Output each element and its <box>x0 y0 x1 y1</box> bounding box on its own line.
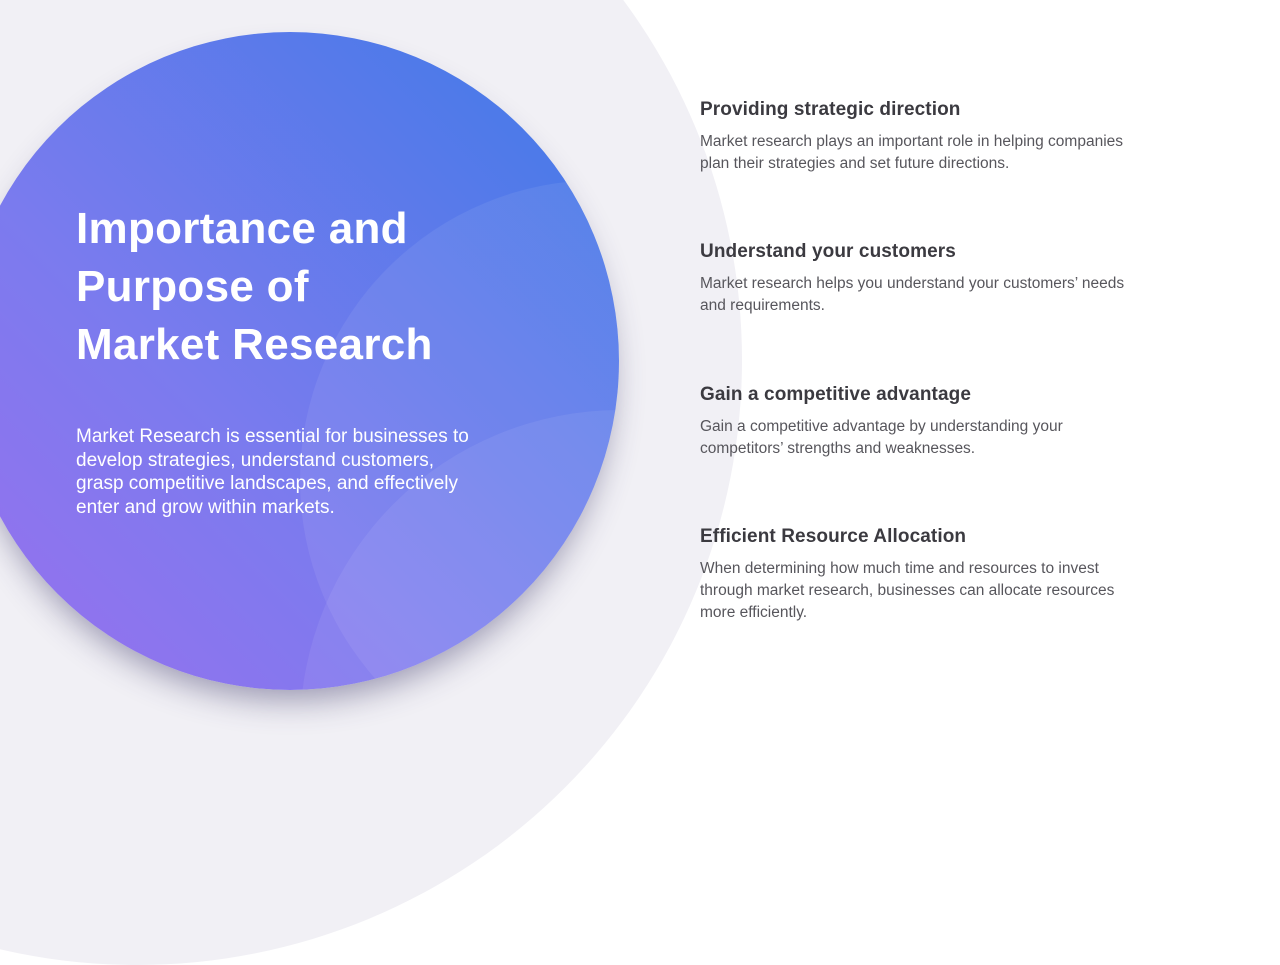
sections-list: Providing strategic direction Market res… <box>700 0 1240 720</box>
section-item-strategic-direction: Providing strategic direction Market res… <box>700 97 1240 175</box>
section-heading: Gain a competitive advantage <box>700 384 971 405</box>
section-heading: Understand your customers <box>700 241 956 262</box>
hero-gradient-circle <box>0 32 619 690</box>
section-item-understand-customers: Understand your customers Market researc… <box>700 239 1240 317</box>
section-body: Market research helps you understand you… <box>700 275 1125 314</box>
section-body: Gain a competitive advantage by understa… <box>700 418 1063 457</box>
slide-canvas: Importance and Purpose of Market Researc… <box>0 0 1240 965</box>
slide-title: Importance and Purpose of Market Researc… <box>76 204 433 369</box>
section-body: Market research plays an important role … <box>700 133 1124 172</box>
section-item-resource-allocation: Efficient Resource Allocation When deter… <box>700 524 1240 624</box>
section-heading: Efficient Resource Allocation <box>700 526 967 547</box>
section-heading: Providing strategic direction <box>700 99 961 120</box>
section-item-competitive-advantage: Gain a competitive advantage Gain a comp… <box>700 382 1240 460</box>
section-body: When determining how much time and resou… <box>700 560 1115 621</box>
slide-description: Market Research is essential for busines… <box>76 426 469 518</box>
